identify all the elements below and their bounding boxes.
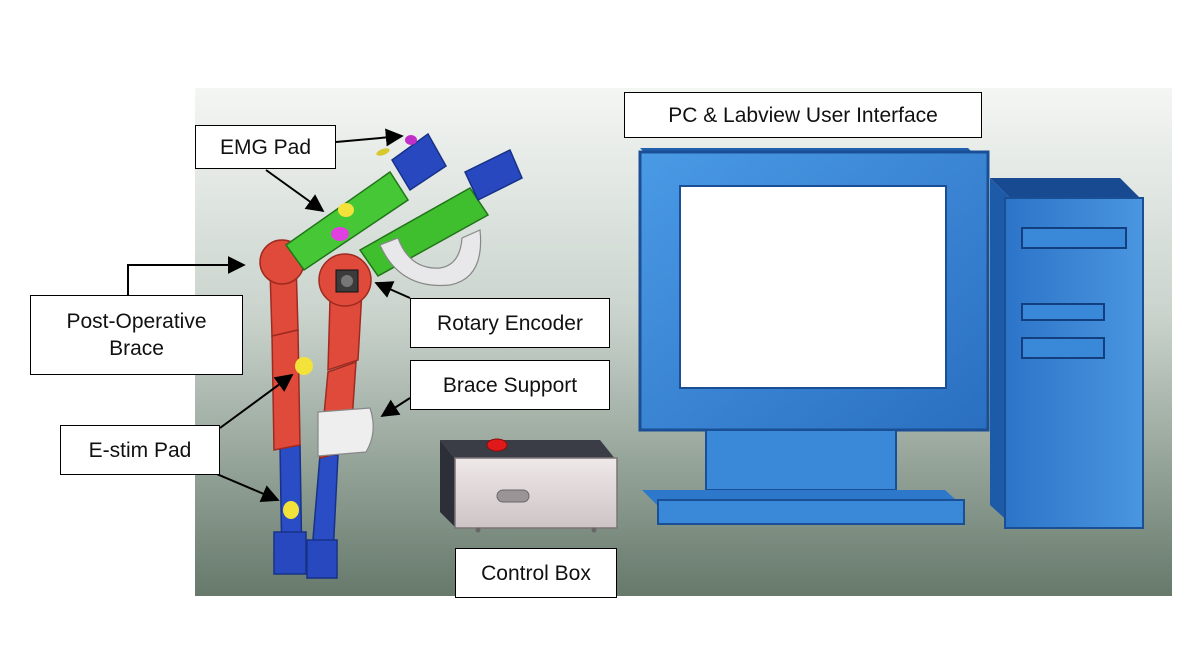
control-box-button <box>486 438 508 452</box>
emg-pad-marker-b <box>331 227 349 241</box>
arrow-estim-pad-upper <box>219 373 294 429</box>
estim-pad-upper <box>295 357 313 375</box>
label-pc-labview: PC & Labview User Interface <box>624 92 982 138</box>
pc-tower <box>990 178 1144 529</box>
brace-back-leg <box>306 148 523 579</box>
label-rotary-encoder: Rotary Encoder <box>410 298 610 348</box>
label-post-operative-brace: Post-Operative Brace <box>30 295 243 375</box>
pc-monitor <box>638 148 990 525</box>
leader-lines <box>127 128 411 502</box>
arrow-brace-support <box>380 397 411 417</box>
label-emg-pad: EMG Pad <box>195 125 336 169</box>
arrow-post-operative-brace <box>127 256 246 295</box>
arrow-emg-pad-lower <box>265 169 325 213</box>
arrow-rotary-encoder <box>374 281 411 299</box>
monitor-neck <box>705 429 897 491</box>
control-box <box>440 438 618 533</box>
control-box-slot <box>496 489 530 503</box>
drive-bay-middle <box>1021 303 1105 321</box>
arrow-emg-pad-upper <box>335 128 404 147</box>
drive-bay-lower <box>1021 337 1105 359</box>
estim-pad-lower <box>283 501 299 519</box>
label-control-box: Control Box <box>455 548 617 598</box>
brace-front-leg <box>259 132 447 575</box>
monitor-base <box>657 499 965 525</box>
monitor-screen <box>679 185 947 389</box>
drive-bay-top <box>1021 227 1127 249</box>
emg-pad-floating-a <box>405 135 417 145</box>
emg-pad-marker-a <box>338 203 354 217</box>
label-brace-support: Brace Support <box>410 360 610 410</box>
emg-pad-floating-b <box>376 148 390 156</box>
label-estim-pad: E-stim Pad <box>60 425 220 475</box>
brace-support-band <box>317 407 374 457</box>
arrow-estim-pad-lower <box>211 471 280 502</box>
